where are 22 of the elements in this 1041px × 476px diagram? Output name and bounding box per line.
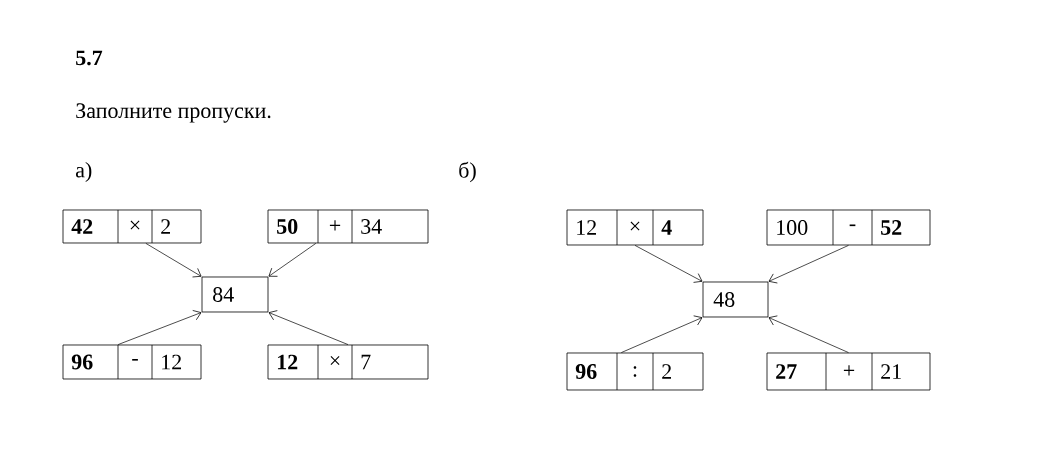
expression-box: 96 - 12 xyxy=(62,344,202,380)
arrow xyxy=(768,315,849,353)
arrow xyxy=(117,310,202,345)
expression-box: 12 × 7 xyxy=(267,344,429,380)
arrow xyxy=(621,315,703,353)
arrow xyxy=(268,310,349,345)
expression-box: 96 : 2 xyxy=(566,352,704,391)
arrow xyxy=(268,243,317,277)
expression-box: 12 × 4 xyxy=(566,209,704,246)
answer-box: 84 xyxy=(201,276,269,313)
label: б) xyxy=(459,161,476,183)
answer-box: 48 xyxy=(702,281,769,318)
expression-box: 42 × 2 xyxy=(62,209,202,244)
arrow xyxy=(145,243,202,278)
label: а) xyxy=(76,162,92,182)
exercise-number: 5.7 xyxy=(76,50,103,66)
arrow xyxy=(634,245,703,283)
expression-box: 100 - 52 xyxy=(766,209,931,246)
expression-box: 50 + 34 xyxy=(267,209,429,244)
label: Заполните пропуски. xyxy=(76,103,271,123)
expression-box: 27 + 21 xyxy=(766,352,931,391)
arrow xyxy=(768,245,849,284)
